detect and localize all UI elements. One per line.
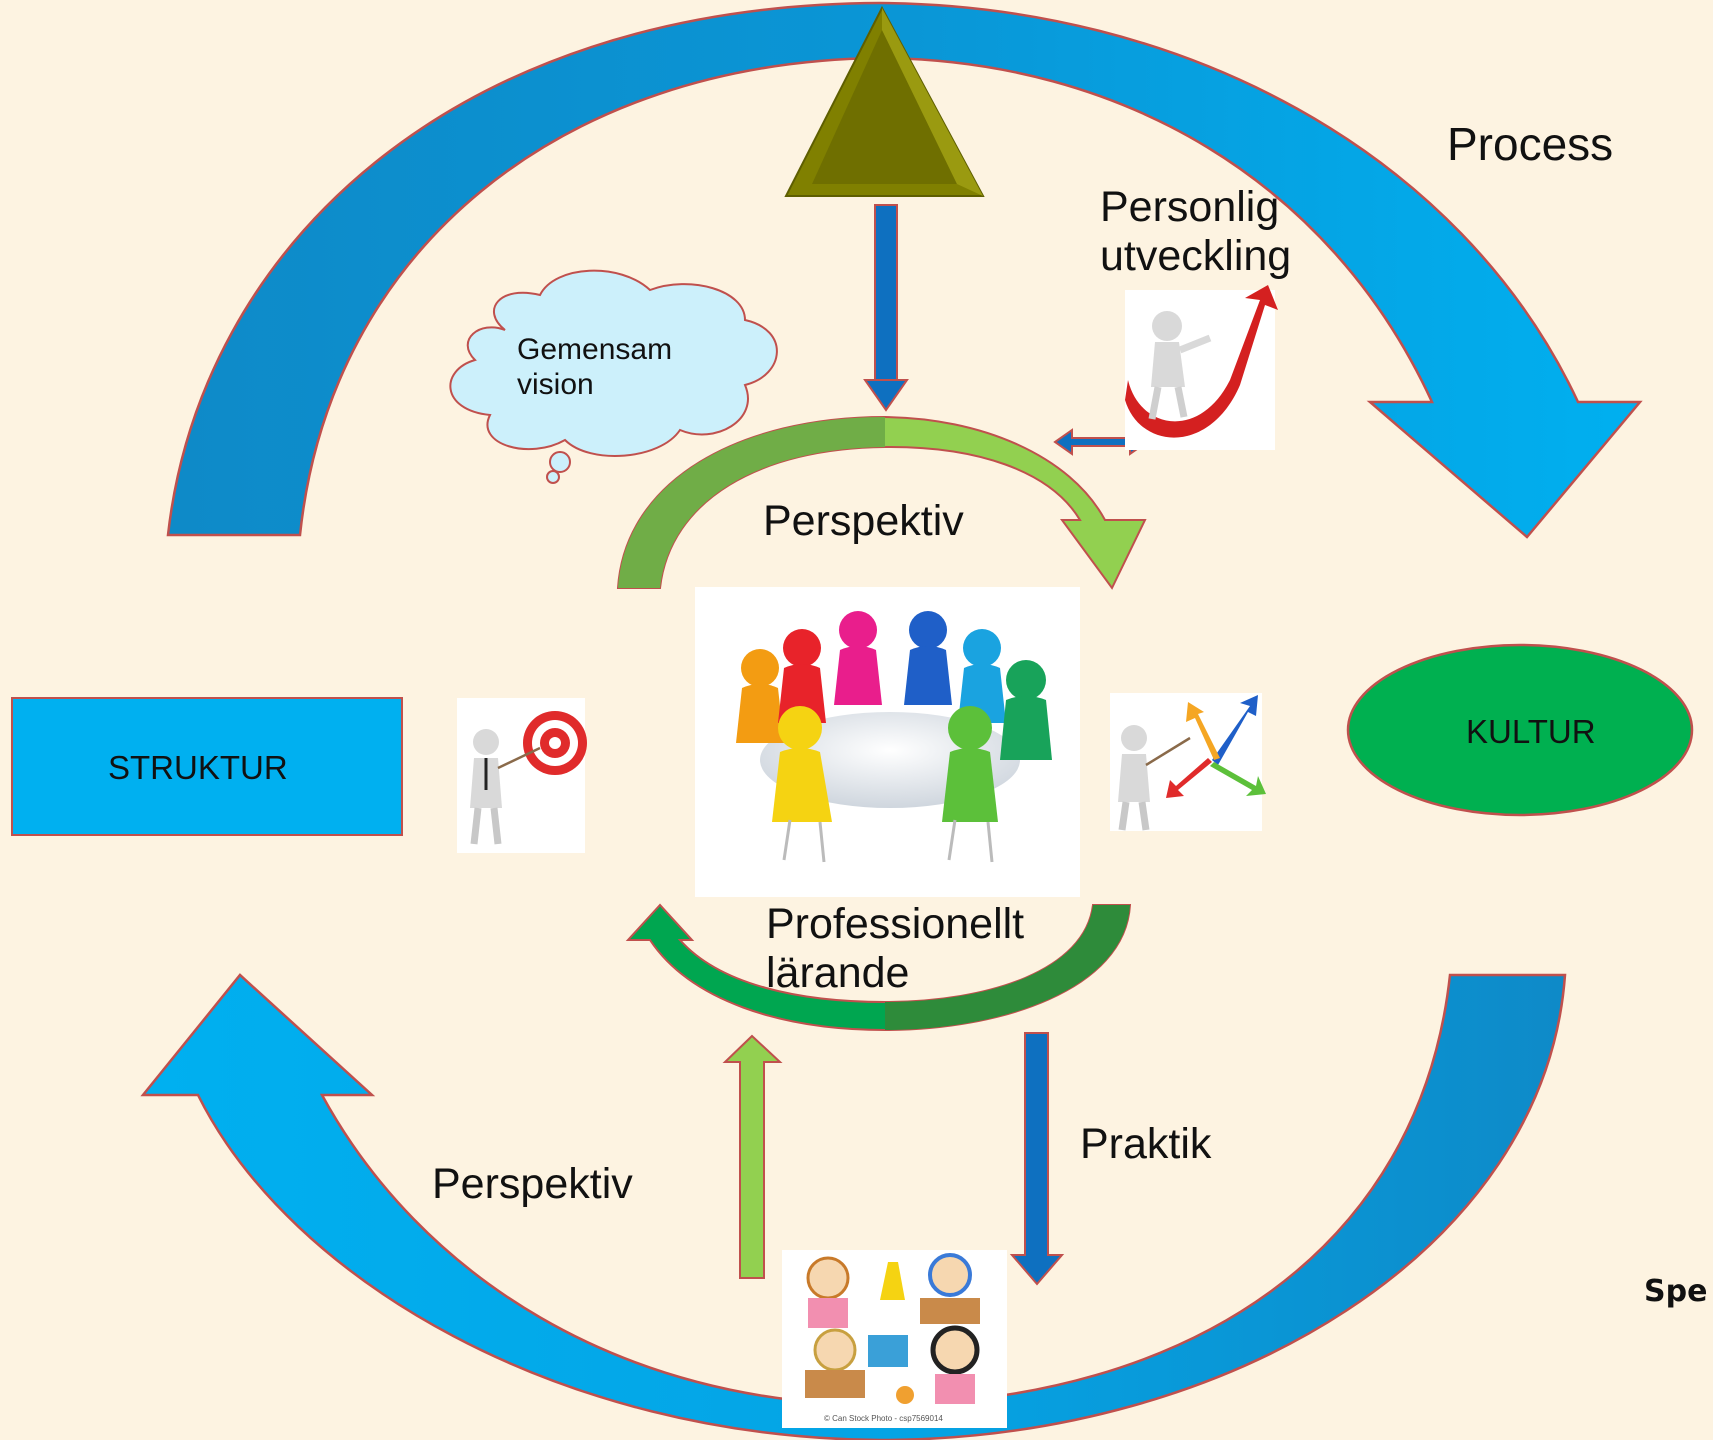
struktur-box	[11, 697, 403, 836]
personlig-line1: Personlig	[1100, 183, 1280, 231]
personlig-utveckling-label: Personlig utveckling	[1100, 183, 1291, 282]
process-label: Process	[1447, 118, 1614, 170]
round-table-meeting-icon	[695, 587, 1080, 897]
professionellt-line2: lärande	[766, 949, 910, 998]
image-watermark: © Can Stock Photo - csp7569014	[824, 1414, 943, 1423]
school-children-icon: © Can Stock Photo - csp7569014	[782, 1250, 1007, 1428]
person-red-arrow-icon	[1125, 285, 1278, 450]
praktik-label: Praktik	[1080, 1120, 1212, 1168]
perspektiv-bottom-label: Perspektiv	[432, 1160, 633, 1208]
vision-line2: vision	[517, 367, 594, 401]
professionellt-larande-label: Professionellt lärande	[766, 900, 1024, 999]
down-arrow-praktik	[1009, 1032, 1065, 1286]
cut-off-text: Spe	[1644, 1274, 1708, 1309]
presenter-arrows-icon	[1110, 693, 1266, 831]
triangle-icon	[784, 5, 985, 197]
down-arrow-triangle	[863, 204, 909, 412]
thought-cloud-icon	[449, 269, 778, 484]
process-arc-bottom	[140, 973, 1567, 1440]
process-arc-top	[166, 1, 1643, 539]
up-arrow-perspektiv	[722, 1034, 783, 1279]
presenter-target-icon	[457, 698, 587, 853]
kultur-ellipse	[1346, 643, 1694, 817]
professionellt-line1: Professionellt	[766, 900, 1025, 948]
kultur-label: KULTUR	[1466, 713, 1596, 750]
vision-line1: Gemensam	[517, 333, 673, 366]
personlig-line2: utveckling	[1100, 232, 1292, 281]
gemensam-vision-label: Gemensam vision	[517, 333, 672, 402]
struktur-label: STRUKTUR	[108, 749, 288, 786]
perspektiv-top-label: Perspektiv	[763, 497, 964, 545]
